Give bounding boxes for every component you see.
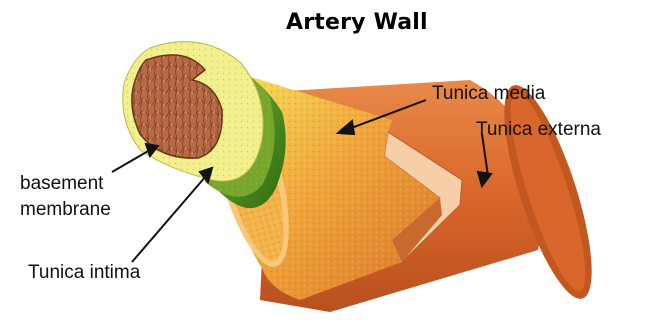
diagram-title: Artery Wall — [286, 10, 428, 35]
label-tunica-externa: Tunica externa — [476, 119, 601, 141]
label-tunica-media: Tunica media — [432, 83, 545, 105]
label-basement-line2: membrane — [20, 199, 111, 221]
arrow-basement-membrane — [112, 144, 158, 172]
arrow-tunica-intima — [132, 168, 212, 262]
label-tunica-intima: Tunica intima — [28, 262, 140, 284]
label-basement-line1: basement — [20, 173, 103, 195]
